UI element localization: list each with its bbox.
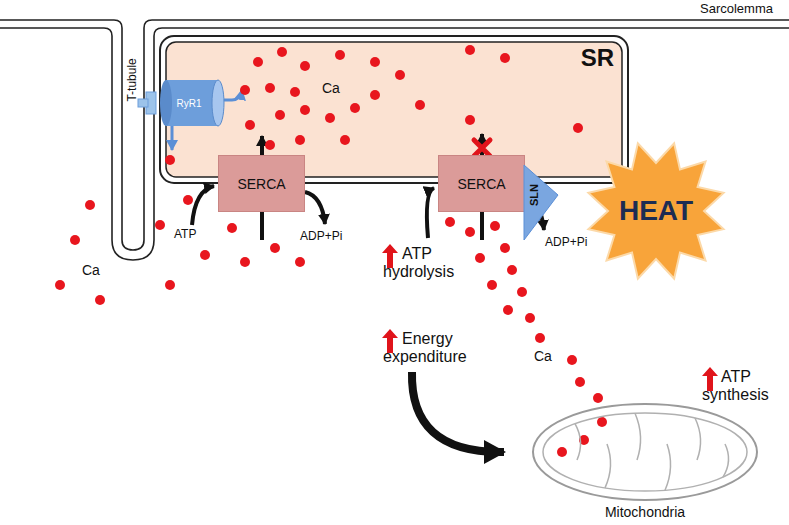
calcium-ion bbox=[325, 113, 335, 123]
ryr1-channel: RyR1 bbox=[160, 80, 224, 126]
annotation-label: Sarcolemma bbox=[700, 2, 773, 17]
annotation-label: Ca bbox=[322, 80, 340, 96]
calcium-ion bbox=[300, 105, 310, 115]
calcium-ion bbox=[245, 120, 255, 130]
annotation-label: Ca bbox=[534, 348, 552, 364]
calcium-ion bbox=[517, 287, 527, 297]
pump-stem bbox=[260, 212, 264, 240]
calcium-ion bbox=[500, 53, 510, 63]
calcium-ion bbox=[507, 265, 517, 275]
sarcolemma-membrane bbox=[0, 28, 789, 260]
node-label: RyR1 bbox=[176, 98, 201, 109]
calcium-ion bbox=[490, 221, 500, 231]
calcium-ion bbox=[487, 280, 497, 290]
node-label: Mitochondria bbox=[530, 504, 760, 520]
mitochondrion: Mitochondria bbox=[530, 400, 760, 522]
calcium-ion bbox=[265, 83, 275, 93]
energy-arrow bbox=[412, 372, 504, 452]
calcium-ion bbox=[465, 45, 475, 55]
heat-burst: HEAT bbox=[585, 140, 727, 282]
pump-arrow bbox=[260, 136, 264, 155]
annotation-label: ADP+Pi bbox=[300, 230, 342, 244]
calcium-ion bbox=[95, 295, 105, 305]
calcium-ion bbox=[525, 313, 535, 323]
calcium-ion bbox=[335, 50, 345, 60]
serca-pump: SERCA bbox=[438, 155, 525, 212]
serca-pump: SERCA bbox=[218, 155, 305, 212]
node-label: SERCA bbox=[457, 176, 505, 192]
block-cross bbox=[474, 140, 490, 156]
dhpr-receptor bbox=[138, 99, 148, 107]
node-label: HEAT bbox=[619, 195, 693, 227]
mitochondrion-shape bbox=[530, 400, 760, 522]
structure-label: T-tubule bbox=[126, 58, 140, 101]
calcium-ion bbox=[557, 447, 567, 457]
effect-label: ATP hydrolysis bbox=[383, 245, 463, 281]
calcium-ion bbox=[55, 280, 65, 290]
calcium-ion bbox=[593, 393, 603, 403]
calcium-ion bbox=[165, 155, 175, 165]
calcium-ion bbox=[573, 123, 583, 133]
adp-arrow bbox=[305, 192, 325, 224]
calcium-ion bbox=[275, 110, 285, 120]
calcium-ion bbox=[155, 220, 165, 230]
atp-arrow bbox=[427, 188, 434, 238]
node-label: SLN bbox=[528, 184, 540, 206]
calcium-ion bbox=[465, 227, 475, 237]
calcium-ion bbox=[240, 257, 250, 267]
node-label: SERCA bbox=[237, 176, 285, 192]
calcium-ion bbox=[340, 135, 350, 145]
effect-label: Energy expenditure bbox=[383, 330, 483, 366]
calcium-ion bbox=[503, 305, 513, 315]
annotation-label: Ca bbox=[82, 262, 100, 278]
pump-stem bbox=[480, 212, 484, 240]
calcium-ion bbox=[265, 140, 275, 150]
calcium-ion bbox=[253, 57, 263, 67]
annotation-label: ADP+Pi bbox=[545, 236, 587, 250]
calcium-ion bbox=[270, 243, 280, 253]
calcium-ion bbox=[575, 377, 585, 387]
calcium-ion bbox=[277, 47, 287, 57]
calcium-ion bbox=[500, 243, 510, 253]
calcium-ion bbox=[475, 253, 485, 263]
sarcolipin: SLN bbox=[524, 165, 558, 240]
calcium-ion bbox=[370, 90, 380, 100]
node-label: SR bbox=[581, 44, 614, 72]
calcium-ion bbox=[165, 280, 175, 290]
calcium-ion bbox=[535, 333, 545, 343]
sarcolemma-membrane bbox=[0, 20, 789, 250]
calcium-ion bbox=[70, 235, 80, 245]
calcium-ion bbox=[200, 250, 210, 260]
calcium-ion bbox=[370, 57, 380, 67]
calcium-ion bbox=[300, 61, 310, 71]
calcium-ion bbox=[183, 195, 193, 205]
calcium-ion bbox=[290, 87, 300, 97]
calcium-ion bbox=[415, 100, 425, 110]
effect-label: ATP synthesis bbox=[702, 368, 787, 404]
calcium-ion bbox=[567, 355, 577, 365]
calcium-ion bbox=[597, 417, 607, 427]
atp-arrow bbox=[192, 186, 214, 225]
calcium-ion bbox=[227, 223, 237, 233]
annotation-label: ATP bbox=[174, 228, 196, 242]
calcium-ion bbox=[395, 70, 405, 80]
calcium-ion bbox=[445, 217, 455, 227]
calcium-ion bbox=[85, 200, 95, 210]
calcium-ion bbox=[240, 85, 250, 95]
calcium-ion bbox=[465, 115, 475, 125]
calcium-ion bbox=[295, 257, 305, 267]
release-arrow bbox=[171, 126, 174, 150]
calcium-ion bbox=[295, 135, 305, 145]
calcium-ion bbox=[350, 103, 360, 113]
